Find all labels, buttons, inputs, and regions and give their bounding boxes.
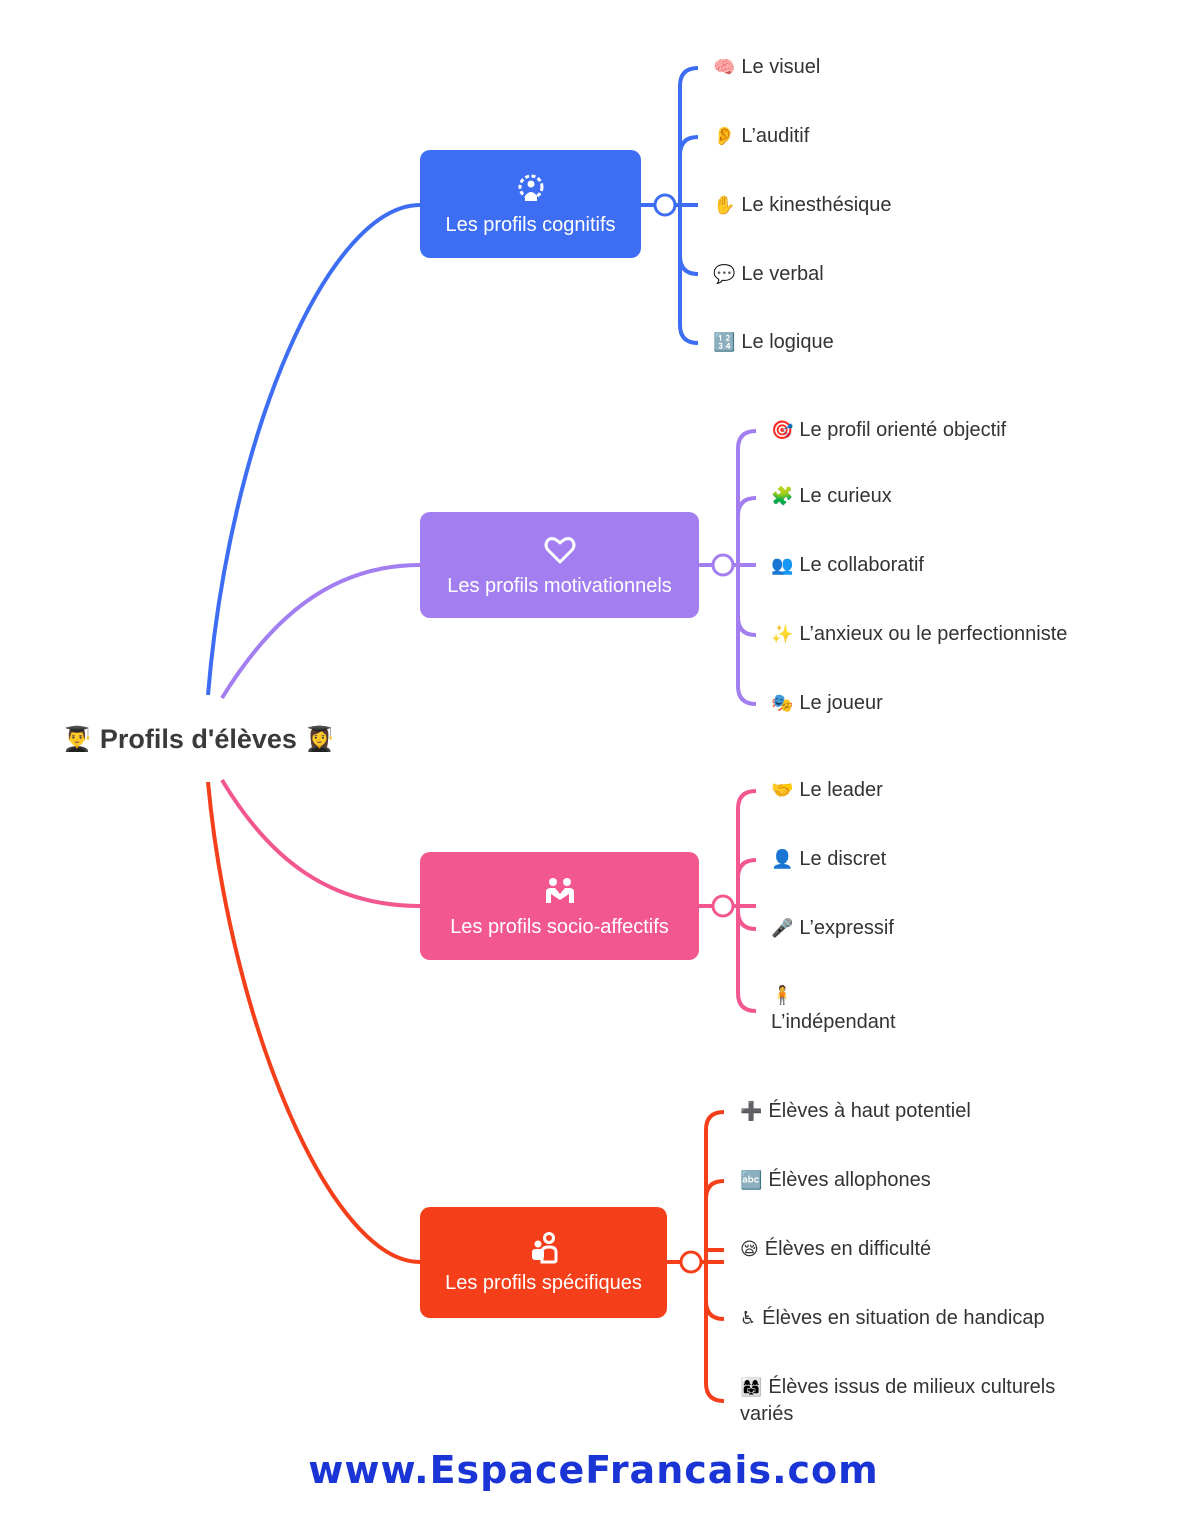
leaf-discret[interactable]: 👤Le discret bbox=[771, 846, 886, 873]
brain-icon: 🧠 bbox=[713, 57, 736, 77]
node-dot-cognitifs bbox=[653, 193, 677, 217]
leaf-collaboratif[interactable]: 👥Le collaboratif bbox=[771, 552, 924, 579]
sparkles-icon: ✨ bbox=[771, 624, 794, 644]
target-icon: 🎯 bbox=[771, 420, 794, 440]
leaf-milieux-culturels[interactable]: 👩‍👩‍👧Élèves issus de milieux culturels v… bbox=[740, 1376, 1056, 1425]
leaf-kinesthesique[interactable]: ✋Le kinesthésique bbox=[713, 192, 892, 219]
microphone-icon: 🎤 bbox=[771, 918, 794, 938]
people-group-icon: 👥 bbox=[771, 555, 794, 575]
leaf-anxieux[interactable]: ✨L’anxieux ou le perfectionniste bbox=[771, 621, 1067, 648]
leaf-logique[interactable]: 🔢Le logique bbox=[713, 329, 834, 356]
fan-specifiques bbox=[666, 1110, 725, 1403]
people-icon bbox=[545, 877, 574, 903]
sleepy-face-icon: 😪 bbox=[740, 1239, 759, 1259]
heart-icon bbox=[544, 536, 575, 563]
handshake-icon: 🤝 bbox=[771, 780, 794, 800]
leaf-independant[interactable]: 🧍L’indépendant bbox=[771, 982, 931, 1036]
standing-person-icon: 🧍 bbox=[771, 985, 794, 1005]
link-root-motivationnels bbox=[220, 563, 421, 700]
leaf-verbal[interactable]: 💬Le verbal bbox=[713, 261, 824, 288]
brain-gear-icon bbox=[518, 174, 543, 201]
leaf-objectif[interactable]: 🎯Le profil orienté objectif bbox=[771, 417, 1006, 444]
wheelchair-icon: ♿ bbox=[740, 1308, 757, 1328]
leaf-visuel[interactable]: 🧠Le visuel bbox=[713, 54, 820, 81]
branch-socio-affectifs[interactable]: Les profils socio-affectifs bbox=[420, 852, 699, 960]
branch-label: Les profils motivationnels bbox=[447, 574, 672, 597]
node-dot-specifiques bbox=[679, 1250, 703, 1274]
ear-icon: 👂 bbox=[713, 126, 736, 146]
puzzle-icon: 🧩 bbox=[771, 486, 794, 506]
root-node[interactable]: 👨‍🎓 Profils d'élèves 👩‍🎓 bbox=[62, 718, 335, 760]
branch-specifiques[interactable]: Les profils spécifiques bbox=[420, 1207, 667, 1318]
leaf-expressif[interactable]: 🎤L’expressif bbox=[771, 915, 894, 942]
link-root-socio bbox=[220, 778, 421, 908]
leaf-curieux[interactable]: 🧩Le curieux bbox=[771, 483, 892, 510]
student-female-icon: 👩‍🎓 bbox=[304, 725, 335, 753]
theater-masks-icon: 🎭 bbox=[771, 693, 794, 713]
branch-motivationnels[interactable]: Les profils motivationnels bbox=[420, 512, 699, 618]
branch-cognitifs[interactable]: Les profils cognitifs bbox=[420, 150, 641, 258]
link-root-specifiques bbox=[206, 781, 421, 1264]
speech-bubble-icon: 💬 bbox=[713, 264, 736, 284]
leaf-haut-potentiel[interactable]: ➕Élèves à haut potentiel bbox=[740, 1098, 971, 1125]
branch-label: Les profils cognitifs bbox=[445, 213, 616, 236]
fan-socio bbox=[698, 789, 757, 1013]
footer-website[interactable]: www.EspaceFrancais.com bbox=[308, 1448, 879, 1492]
node-dot-motivationnels bbox=[711, 553, 735, 577]
hand-icon: ✋ bbox=[713, 195, 736, 215]
branch-label: Les profils socio-affectifs bbox=[450, 915, 669, 938]
family-icon: 👩‍👩‍👧 bbox=[740, 1377, 763, 1397]
link-root-cognitifs bbox=[206, 203, 421, 696]
root-title: Profils d'élèves bbox=[99, 723, 297, 754]
letters-icon: 🔤 bbox=[740, 1170, 763, 1190]
node-dot-socio bbox=[711, 894, 735, 918]
leaf-joueur[interactable]: 🎭Le joueur bbox=[771, 690, 883, 717]
numbers-icon: 🔢 bbox=[713, 332, 736, 352]
leaf-difficulte[interactable]: 😪Élèves en difficulté bbox=[740, 1236, 931, 1263]
leaf-auditif[interactable]: 👂L’auditif bbox=[713, 123, 809, 150]
person-badge-icon bbox=[531, 1232, 557, 1264]
leaf-handicap[interactable]: ♿Élèves en situation de handicap bbox=[740, 1305, 1045, 1332]
plus-icon: ➕ bbox=[740, 1101, 763, 1121]
person-silhouette-icon: 👤 bbox=[771, 849, 794, 869]
leaf-leader[interactable]: 🤝Le leader bbox=[771, 777, 883, 804]
leaf-allophones[interactable]: 🔤Élèves allophones bbox=[740, 1167, 931, 1194]
student-icon: 👨‍🎓 bbox=[62, 725, 92, 753]
branch-label: Les profils spécifiques bbox=[445, 1272, 642, 1294]
